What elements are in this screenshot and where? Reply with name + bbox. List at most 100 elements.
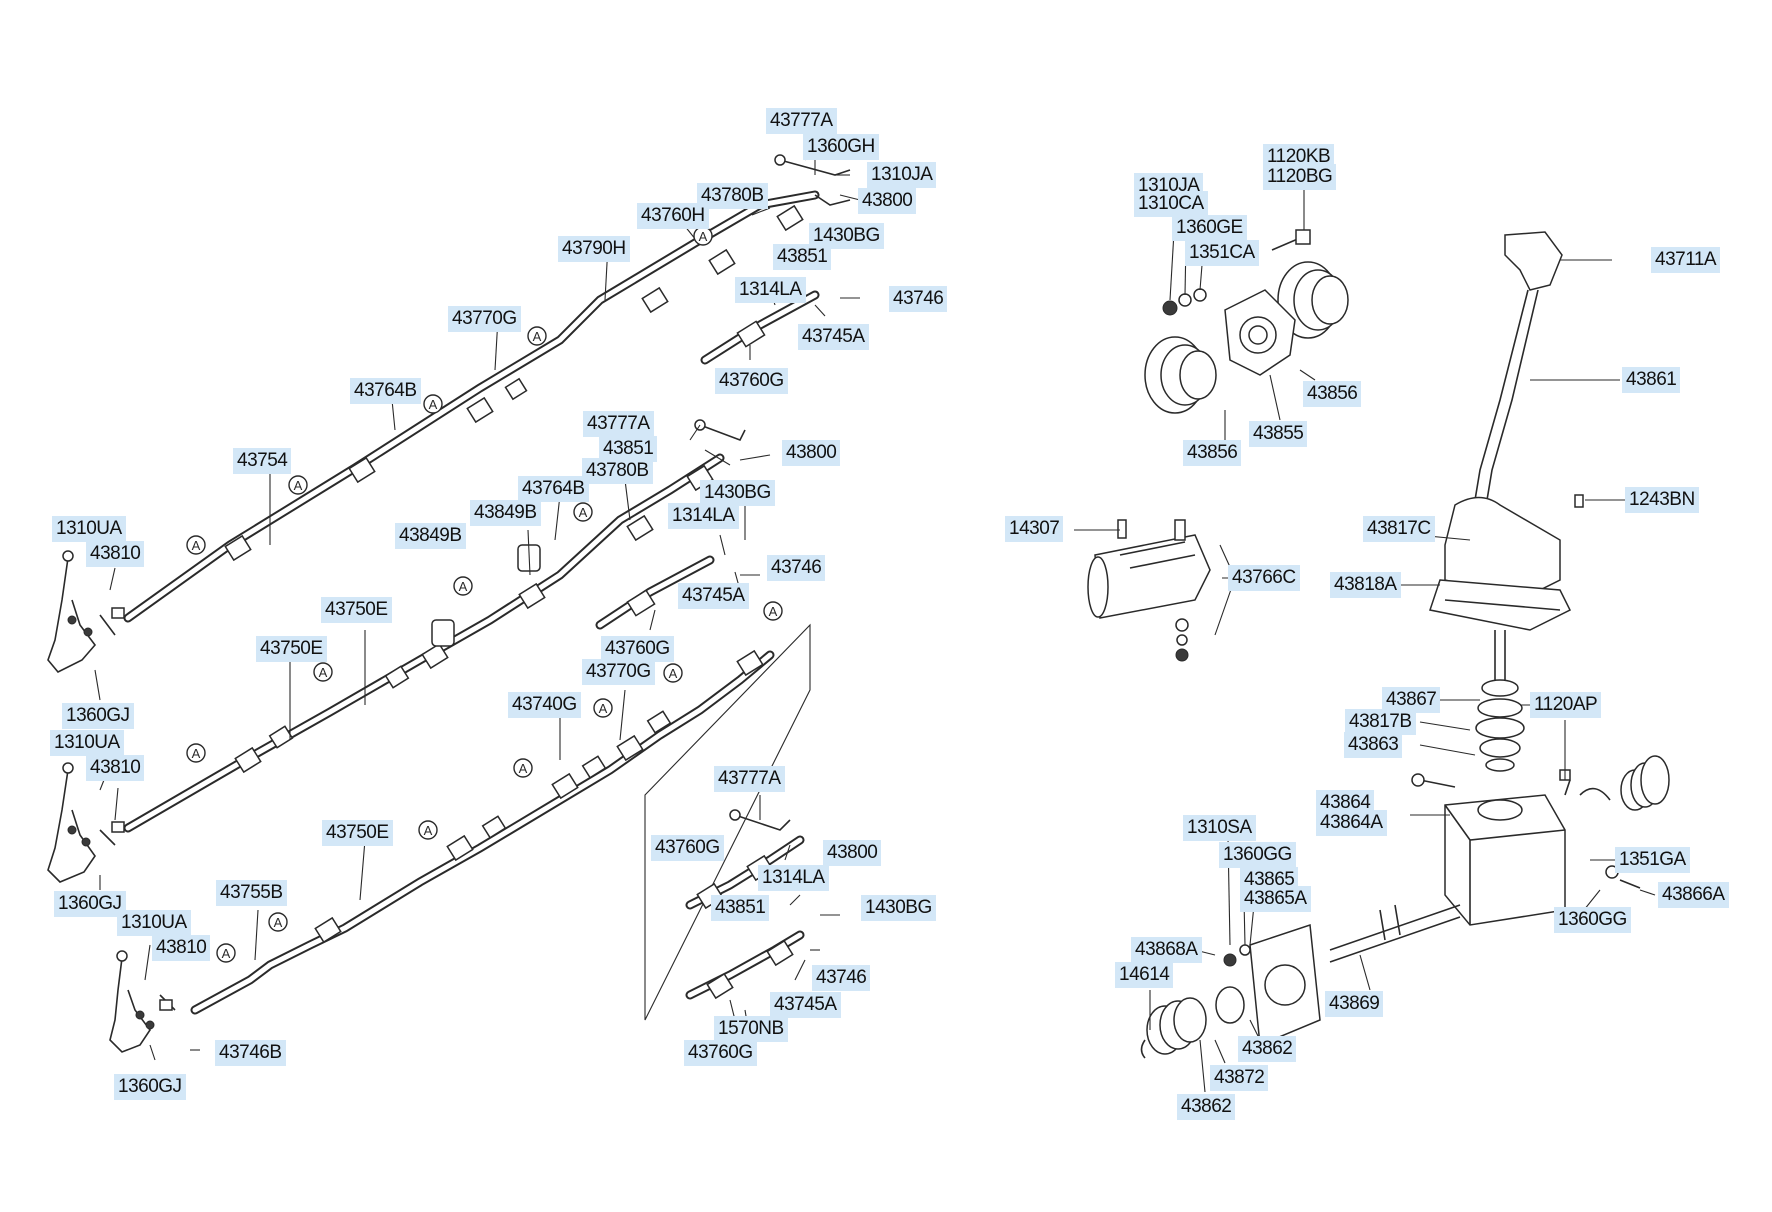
part-label[interactable]: 43869 bbox=[1325, 991, 1384, 1017]
part-label[interactable]: 43750E bbox=[321, 597, 392, 623]
part-label[interactable]: 1430BG bbox=[861, 895, 936, 921]
part-label[interactable]: 43872 bbox=[1210, 1065, 1269, 1091]
part-label[interactable]: 43863 bbox=[1344, 732, 1403, 758]
part-label[interactable]: 43755B bbox=[216, 880, 287, 906]
part-label[interactable]: 43864A bbox=[1316, 810, 1387, 836]
part-label[interactable]: 1360GG bbox=[1554, 907, 1631, 933]
part-label[interactable]: 43851 bbox=[599, 436, 658, 462]
part-label[interactable]: 43770G bbox=[448, 306, 521, 332]
part-label[interactable]: 1120AP bbox=[1530, 692, 1602, 718]
part-label[interactable]: 43746 bbox=[812, 965, 871, 991]
part-label[interactable]: 14307 bbox=[1005, 516, 1064, 542]
part-label[interactable]: 1351GA bbox=[1615, 847, 1690, 873]
linkage-lower bbox=[190, 649, 775, 1015]
part-label[interactable]: 43746 bbox=[889, 286, 948, 312]
svg-text:A: A bbox=[579, 505, 588, 520]
part-label[interactable]: 1360GJ bbox=[114, 1074, 186, 1100]
lever-units-left bbox=[47, 550, 176, 1053]
part-label[interactable]: 1310UA bbox=[52, 516, 126, 542]
ref-marker: A bbox=[192, 538, 201, 553]
part-label[interactable]: 43862 bbox=[1238, 1036, 1297, 1062]
part-label[interactable]: 1360GJ bbox=[62, 703, 134, 729]
part-label[interactable]: 1360GH bbox=[803, 134, 879, 160]
part-label[interactable]: 43745A bbox=[678, 583, 749, 609]
part-label[interactable]: 1310CA bbox=[1134, 191, 1208, 217]
part-label[interactable]: 43861 bbox=[1622, 367, 1681, 393]
part-label[interactable]: 43868A bbox=[1131, 937, 1202, 963]
part-label[interactable]: 43865A bbox=[1240, 886, 1311, 912]
part-label[interactable]: 43760G bbox=[715, 368, 788, 394]
part-label[interactable]: 1570NB bbox=[714, 1016, 788, 1042]
svg-text:A: A bbox=[699, 229, 708, 244]
svg-text:A: A bbox=[192, 746, 201, 761]
svg-text:A: A bbox=[424, 823, 433, 838]
part-label[interactable]: 43711A bbox=[1651, 247, 1721, 273]
part-label[interactable]: 43750E bbox=[322, 820, 393, 846]
part-label[interactable]: 43764B bbox=[350, 378, 421, 404]
part-label[interactable]: 1360GG bbox=[1219, 842, 1296, 868]
part-label[interactable]: 43777A bbox=[583, 411, 654, 437]
part-label[interactable]: 1310UA bbox=[50, 730, 124, 756]
part-label[interactable]: 1360GE bbox=[1172, 215, 1247, 241]
part-label[interactable]: 43818A bbox=[1330, 572, 1401, 598]
part-label[interactable]: 43866A bbox=[1658, 882, 1729, 908]
part-label[interactable]: 1243BN bbox=[1625, 487, 1699, 513]
part-label[interactable]: 43856 bbox=[1303, 381, 1362, 407]
part-label[interactable]: 1430BG bbox=[700, 480, 775, 506]
part-label[interactable]: 43800 bbox=[823, 840, 882, 866]
part-label[interactable]: 43764B bbox=[518, 476, 589, 502]
part-label[interactable]: 43770G bbox=[582, 659, 655, 685]
part-label[interactable]: 1314LA bbox=[668, 503, 739, 529]
part-label[interactable]: 43810 bbox=[152, 935, 211, 961]
part-label[interactable]: 43760G bbox=[601, 636, 674, 662]
part-label[interactable]: 43746B bbox=[215, 1040, 286, 1066]
part-label[interactable]: 43777A bbox=[766, 108, 837, 134]
part-label[interactable]: 1310JA bbox=[867, 162, 937, 188]
part-label[interactable]: 43849B bbox=[470, 500, 541, 526]
svg-text:A: A bbox=[669, 666, 678, 681]
svg-text:A: A bbox=[222, 946, 231, 961]
part-label[interactable]: 43810 bbox=[86, 755, 145, 781]
part-label[interactable]: 1351CA bbox=[1185, 240, 1259, 266]
linkage-middle bbox=[123, 419, 746, 833]
part-label[interactable]: 1314LA bbox=[758, 865, 829, 891]
part-label[interactable]: 43851 bbox=[773, 244, 832, 270]
part-label[interactable]: 43780B bbox=[582, 458, 653, 484]
svg-text:A: A bbox=[769, 604, 778, 619]
part-label[interactable]: 43740G bbox=[508, 692, 581, 718]
part-label[interactable]: 1120BG bbox=[1263, 164, 1337, 190]
part-label[interactable]: 43746 bbox=[767, 555, 826, 581]
part-label[interactable]: 43856 bbox=[1183, 440, 1242, 466]
part-label[interactable]: 14614 bbox=[1115, 962, 1174, 988]
part-label[interactable]: 43849B bbox=[395, 523, 466, 549]
part-label[interactable]: 43780B bbox=[697, 183, 768, 209]
part-label[interactable]: 43766C bbox=[1228, 565, 1300, 591]
part-label[interactable]: 43817C bbox=[1363, 516, 1435, 542]
part-label[interactable]: 43760G bbox=[651, 835, 724, 861]
part-label[interactable]: 43867 bbox=[1382, 687, 1441, 713]
part-label[interactable]: 1314LA bbox=[735, 277, 806, 303]
part-label[interactable]: 1310UA bbox=[117, 910, 191, 936]
part-label[interactable]: 43790H bbox=[558, 236, 630, 262]
part-label[interactable]: 43862 bbox=[1177, 1094, 1236, 1120]
part-label[interactable]: 1310SA bbox=[1183, 815, 1256, 841]
part-label[interactable]: 43817B bbox=[1345, 709, 1416, 735]
part-label[interactable]: 43800 bbox=[858, 188, 917, 214]
svg-text:A: A bbox=[429, 397, 438, 412]
part-label[interactable]: 43754 bbox=[233, 448, 292, 474]
part-label[interactable]: 43760G bbox=[684, 1040, 757, 1066]
part-label[interactable]: 1360GJ bbox=[54, 891, 126, 917]
part-label[interactable]: 43810 bbox=[86, 541, 145, 567]
svg-text:A: A bbox=[459, 579, 468, 594]
svg-text:A: A bbox=[274, 915, 283, 930]
part-label[interactable]: 43745A bbox=[798, 324, 869, 350]
part-label[interactable]: 1430BG bbox=[809, 223, 884, 249]
part-label[interactable]: 43777A bbox=[714, 766, 785, 792]
part-label[interactable]: 43745A bbox=[770, 992, 841, 1018]
part-label[interactable]: 43851 bbox=[711, 895, 770, 921]
part-label[interactable]: 43750E bbox=[256, 636, 327, 662]
part-label[interactable]: 43760H bbox=[637, 203, 709, 229]
part-label[interactable]: 43855 bbox=[1249, 421, 1308, 447]
part-label[interactable]: 43800 bbox=[782, 440, 841, 466]
